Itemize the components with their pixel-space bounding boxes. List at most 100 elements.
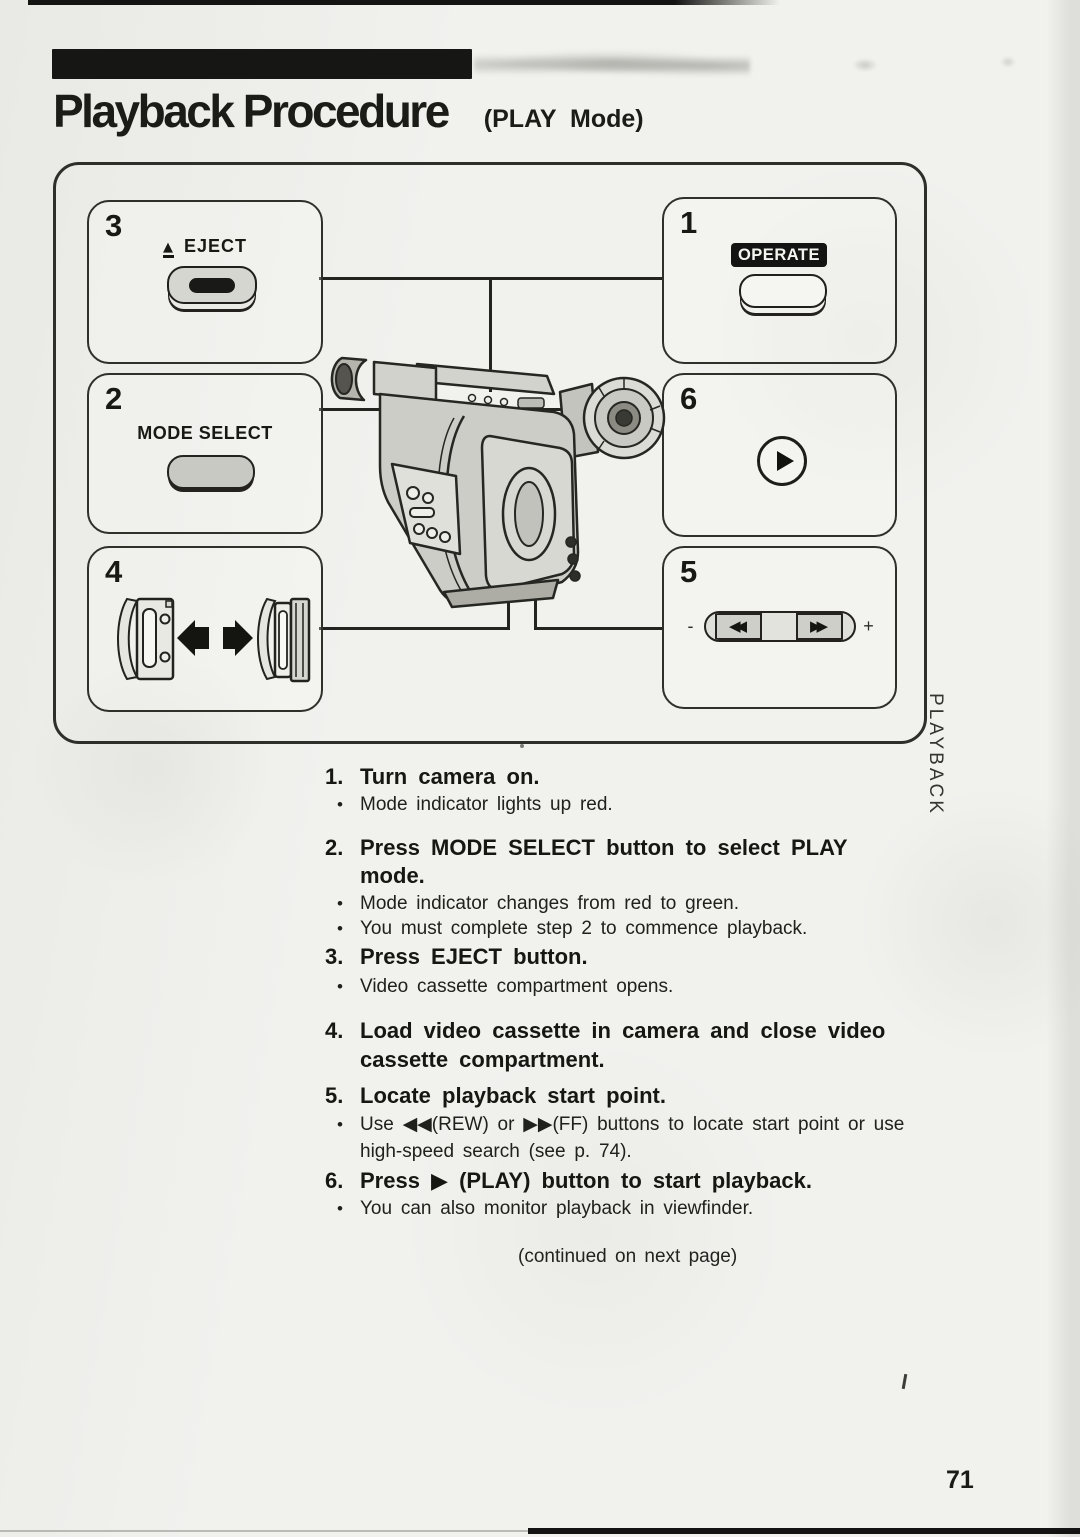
bullet-text: Use ◀◀(REW) or ▶▶(FF) buttons to locate …	[360, 1114, 905, 1135]
step-number: 4.	[325, 1018, 344, 1043]
rewind-button: ◀◀	[714, 612, 762, 640]
cassette-icon	[257, 597, 311, 683]
camcorder-illustration	[330, 356, 666, 609]
mode-select-button	[167, 455, 255, 489]
step-4-heading-line2: cassette compartment.	[360, 1047, 605, 1073]
eject-icon: ▲	[162, 241, 174, 258]
rocker-center	[761, 612, 796, 640]
page-title-mode-suffix: (PLAY Mode)	[483, 105, 644, 133]
step-2-heading: 2. Press MODE SELECT button to select PLA…	[325, 835, 848, 861]
insert-arrow-right-icon	[223, 620, 253, 656]
step-2-heading-line2: mode.	[360, 863, 425, 889]
plus-label: +	[863, 615, 874, 636]
step-heading-text: Locate playback start point.	[360, 1083, 666, 1108]
callout-number: 6	[680, 381, 698, 416]
eject-button	[167, 266, 257, 304]
scan-slash-artifact	[901, 1373, 908, 1390]
fast-forward-icon: ▶▶	[809, 617, 828, 635]
step-heading-text: mode.	[360, 863, 425, 888]
cassette-icon	[117, 597, 175, 681]
callout-box-mode-select: 2 MODE SELECT	[87, 373, 323, 534]
callout-box-operate: 1 OPERATE	[662, 197, 897, 364]
connector-line	[319, 627, 509, 630]
page-number: 71	[946, 1466, 974, 1494]
connector-line	[534, 627, 662, 630]
step-3-heading: 3. Press EJECT button.	[325, 944, 588, 970]
bullet-icon: •	[337, 894, 343, 913]
insert-arrow-left-icon	[177, 620, 209, 656]
bullet-text: Mode indicator changes from red to green…	[360, 893, 740, 914]
operate-button	[739, 274, 827, 308]
callout-box-eject: 3 ▲ EJECT	[87, 200, 323, 364]
eject-label: ▲ EJECT	[89, 236, 321, 258]
step-5-bullet-line2: high-speed search (see p. 74).	[360, 1140, 632, 1164]
step-heading-text: Press MODE SELECT button to select PLAY	[360, 835, 848, 860]
step-number: 3.	[325, 944, 344, 969]
side-tab-label: PLAYBACK	[925, 693, 946, 816]
rewind-icon: ◀◀	[728, 617, 747, 635]
bullet-text: Mode indicator lights up red.	[360, 794, 613, 815]
bullet-icon: •	[337, 977, 343, 996]
scan-speck	[852, 58, 878, 72]
callout-number: 4	[105, 554, 123, 589]
step-5-heading: 5. Locate playback start point.	[325, 1083, 666, 1109]
page-title: Playback Procedure (PLAY Mode)	[53, 84, 644, 138]
step-heading-text: cassette compartment.	[360, 1047, 605, 1072]
step-1-bullet: • Mode indicator lights up red.	[337, 793, 613, 817]
step-6-heading: 6. Press ▶ (PLAY) button to start playbac…	[325, 1168, 812, 1194]
bullet-icon: •	[337, 795, 343, 814]
callout-number: 2	[105, 381, 123, 416]
eject-label-text: EJECT	[183, 236, 248, 256]
callout-number: 1	[680, 205, 698, 240]
diagram-panel	[53, 162, 927, 744]
callout-box-play: 6	[662, 373, 897, 537]
play-icon	[776, 451, 794, 471]
bottom-edge-line	[528, 1528, 1080, 1534]
fast-forward-button: ▶▶	[795, 612, 843, 640]
callout-box-load-cassette: 4	[87, 546, 323, 712]
step-4-heading: 4. Load video cassette in camera and clos…	[325, 1018, 885, 1044]
bullet-text: You must complete step 2 to commence pla…	[360, 918, 808, 939]
rew-ff-rocker-button: ◀◀ ▶▶	[703, 610, 856, 642]
step-number: 6.	[325, 1168, 344, 1193]
play-button	[757, 436, 807, 486]
page-title-text: Playback Procedure	[53, 85, 450, 137]
mode-select-label: MODE SELECT	[137, 423, 273, 443]
top-edge-line	[28, 0, 780, 5]
step-heading-text: Load video cassette in camera and close …	[360, 1018, 886, 1043]
bullet-text: Video cassette compartment opens.	[360, 976, 674, 997]
minus-label: -	[687, 615, 694, 636]
step-3-bullet: • Video cassette compartment opens.	[337, 975, 673, 999]
continued-note: (continued on next page)	[518, 1246, 738, 1267]
bottom-edge-line-faint	[0, 1530, 528, 1532]
step-number: 5.	[325, 1083, 344, 1108]
step-6-bullet: • You can also monitor playback in viewfi…	[337, 1197, 753, 1221]
step-5-bullet: • Use ◀◀(REW) or ▶▶(FF) buttons to locate…	[337, 1113, 904, 1137]
connector-line	[489, 277, 492, 392]
step-number: 2.	[325, 835, 344, 860]
bullet-icon: •	[337, 1115, 343, 1134]
step-2-bullet-1: • Mode indicator changes from red to gree…	[337, 892, 739, 916]
callout-number: 5	[680, 554, 698, 589]
bullet-icon: •	[337, 1199, 343, 1218]
bullet-text: You can also monitor playback in viewfin…	[360, 1198, 754, 1219]
step-number: 1.	[325, 764, 344, 789]
cassette-illustration	[117, 597, 311, 683]
scan-dot-artifact	[520, 744, 524, 748]
callout-number: 3	[105, 208, 123, 243]
step-2-bullet-2: • You must complete step 2 to commence pl…	[337, 917, 807, 941]
step-heading-text: Turn camera on.	[360, 764, 540, 789]
callout-box-search: 5 - ◀◀ ▶▶ +	[662, 546, 897, 709]
step-heading-text: Press ▶ (PLAY) button to start playback.	[360, 1168, 812, 1193]
bullet-text: high-speed search (see p. 74).	[360, 1141, 632, 1162]
rocker-row: - ◀◀ ▶▶ +	[664, 610, 895, 642]
step-heading-text: Press EJECT button.	[360, 944, 588, 969]
bullet-icon: •	[337, 919, 343, 938]
eject-button-slot	[189, 277, 235, 293]
scan-speck	[1000, 56, 1016, 68]
scan-smudge	[474, 51, 750, 78]
header-black-bar	[52, 49, 472, 79]
rocker-cap	[706, 613, 715, 640]
step-1-heading: 1. Turn camera on.	[325, 764, 540, 790]
